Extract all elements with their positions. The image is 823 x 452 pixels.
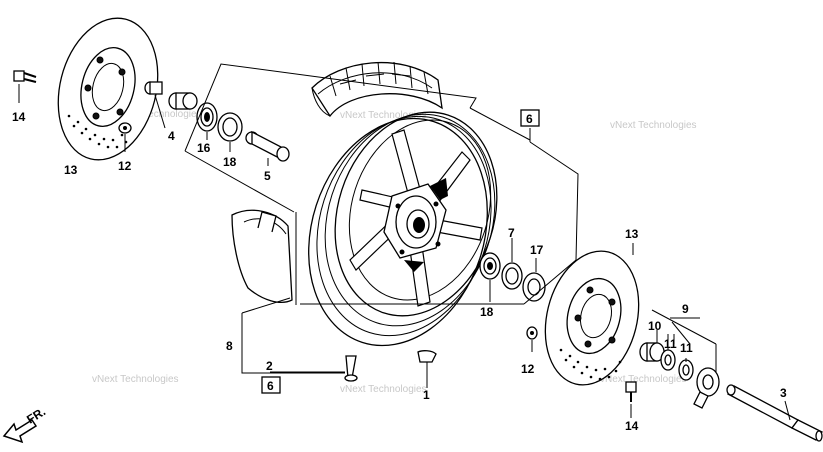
left-brake-disc — [57, 17, 159, 161]
seal-11-a — [660, 334, 676, 371]
callout-1: 1 — [423, 388, 430, 402]
watermark-text: vNext Technologies — [340, 110, 427, 121]
right-brake-disc — [544, 250, 640, 386]
distance-collar — [168, 92, 198, 110]
callout-box-6-top — [520, 109, 540, 127]
speedometer-gearbox-9 — [693, 367, 720, 409]
callout-16: 16 — [197, 141, 211, 155]
callout-13-right: 13 — [625, 227, 639, 241]
side-collar-4 — [144, 81, 166, 129]
watermarks: vNext Technologies vNext Technologies vN… — [92, 109, 697, 395]
callout-6-top: 6 — [526, 112, 533, 126]
callout-9: 9 — [682, 302, 689, 316]
callout-12-left: 12 — [118, 159, 132, 173]
callout-5: 5 — [264, 169, 271, 183]
axle-sleeve-5 — [245, 130, 290, 166]
callout-6-bottom: 6 — [267, 379, 274, 393]
watermark-text: vNext Technologies — [340, 384, 427, 395]
callout-11-b: 11 — [680, 341, 693, 355]
watermark-text: vNext Technologies — [115, 109, 202, 120]
callout-12-right: 12 — [521, 362, 535, 376]
callout-8: 8 — [226, 339, 233, 353]
rim-band — [231, 209, 293, 303]
watermark-text: vNext Technologies — [610, 120, 697, 131]
collar-12-right — [526, 326, 538, 352]
balance-weight-1 — [417, 350, 437, 388]
collar-12-left — [118, 122, 132, 152]
callout-box-6-bottom — [261, 376, 281, 394]
callout-4: 4 — [168, 129, 175, 143]
front-direction-arrow: FR. — [2, 404, 48, 444]
callout-18-bottom: 18 — [480, 305, 494, 319]
front-axle-3 — [726, 384, 823, 442]
callout-3: 3 — [780, 386, 787, 400]
bearing-18-bottom — [479, 252, 501, 302]
watermark-text: vNext Technologies — [600, 374, 687, 385]
tire — [311, 61, 443, 118]
callout-14-top: 14 — [12, 110, 26, 124]
dust-seal-18-top — [217, 112, 243, 152]
callout-13-left: 13 — [64, 163, 78, 177]
callout-11-a: 11 — [664, 337, 677, 351]
wheel-hub — [383, 178, 448, 272]
callout-10: 10 — [648, 319, 662, 333]
seal-11-b — [678, 358, 694, 381]
callout-18-top: 18 — [223, 155, 237, 169]
callout-14-bottom: 14 — [625, 419, 639, 433]
air-valve-2 — [344, 355, 358, 382]
callout-numbers: 14 13 12 4 16 18 5 6 7 17 18 8 2 6 1 12 … — [12, 110, 787, 433]
callout-17: 17 — [530, 243, 544, 257]
watermark-text: vNext Technologies — [92, 374, 179, 385]
bearing-16 — [196, 102, 218, 140]
bearing-7 — [501, 238, 523, 290]
leader-lines — [184, 63, 717, 374]
dust-seal-17 — [522, 258, 546, 302]
disc-bolt-bottom — [625, 381, 637, 418]
collar-10 — [639, 330, 665, 362]
callout-2: 2 — [266, 359, 273, 373]
callout-7: 7 — [508, 226, 515, 240]
disc-bolt-top — [13, 70, 37, 103]
